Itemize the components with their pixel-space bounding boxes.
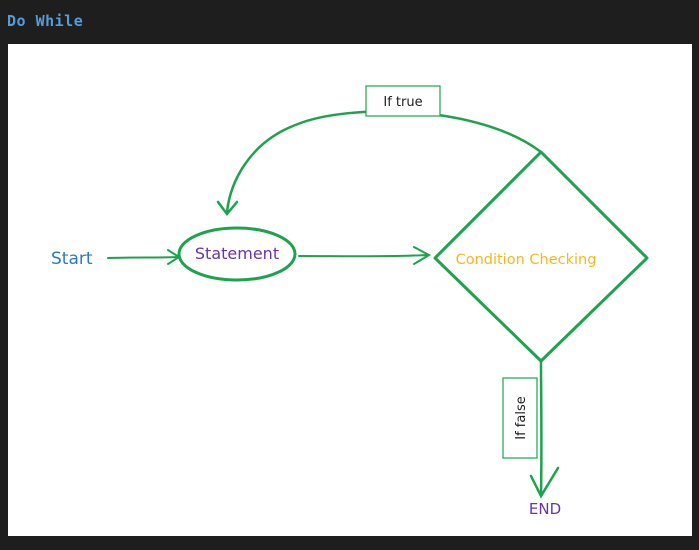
- condition-label: Condition Checking: [456, 252, 597, 268]
- statement-label: Statement: [195, 244, 279, 263]
- title-bar: Do While: [0, 0, 699, 44]
- true-label: If true: [383, 95, 422, 110]
- statement-node: [177, 226, 297, 282]
- page-title: Do While: [7, 12, 84, 30]
- flowchart: Start Statement Condition Checking If tr…: [51, 85, 649, 518]
- diagram-canvas: Start Statement Condition Checking If tr…: [8, 44, 692, 536]
- false-label: If false: [514, 396, 529, 439]
- end-label: END: [529, 500, 561, 518]
- start-label: Start: [51, 249, 93, 269]
- true-loop-arrow: [216, 110, 543, 217]
- start-arrow: [107, 249, 181, 265]
- false-down-arrow: [529, 359, 560, 499]
- statement-to-condition-arrow: [298, 246, 432, 265]
- true-label-box: [365, 85, 441, 117]
- false-label-box: [502, 377, 538, 459]
